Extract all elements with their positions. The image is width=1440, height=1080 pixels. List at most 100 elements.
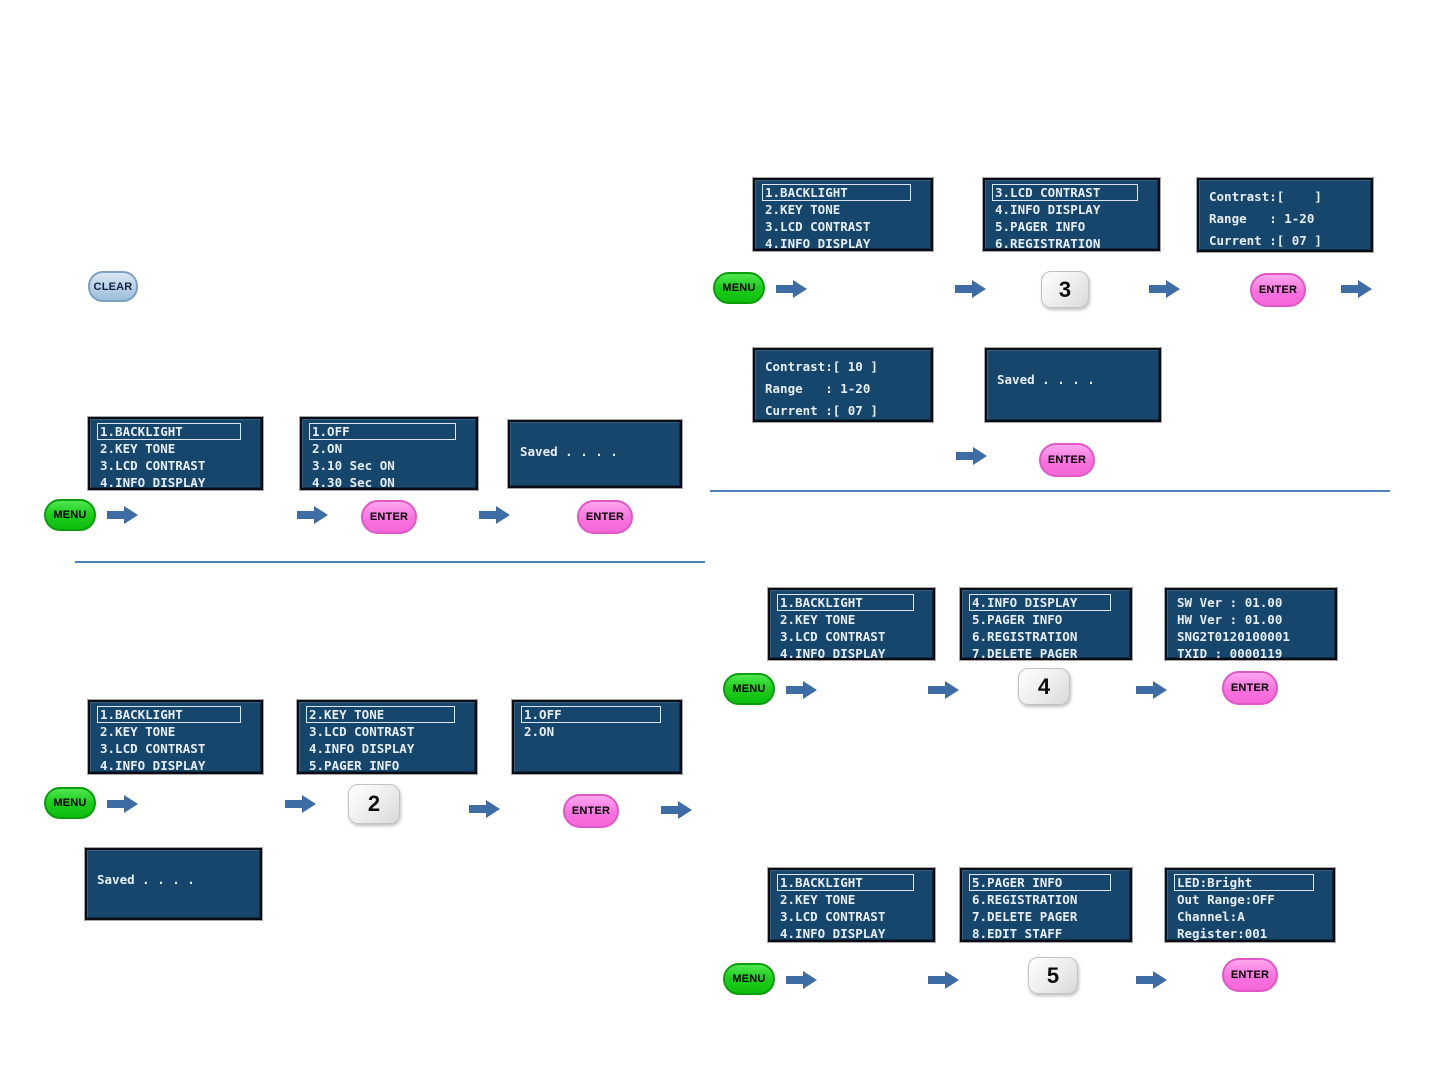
flow-arrow-icon [297,506,328,524]
lcd-saved: Saved . . . . [507,419,683,489]
lcd-line: 2.KEY TONE [765,202,841,217]
lcd-line: 6.REGISTRATION [972,629,1078,644]
lcd-line: Range : 1-20 [1209,211,1315,226]
lcd-key-tone-options: 1.OFF 2.ON [511,699,683,775]
lcd-line: 2.KEY TONE [780,892,856,907]
lcd-line: 2.ON [524,724,555,739]
flow-arrow-icon [107,795,138,813]
enter-button[interactable]: ENTER [1222,958,1278,992]
enter-button[interactable]: ENTER [361,500,417,534]
lcd-line: 3.LCD CONTRAST [100,458,206,473]
lcd-line: Register:001 [1177,926,1268,941]
lcd-line: 5.PAGER INFO [972,612,1063,627]
menu-button[interactable]: MENU [44,499,96,531]
lcd-line: 3.LCD CONTRAST [100,741,206,756]
flow-arrow-icon [469,800,500,818]
lcd-line: 1.BACKLIGHT [97,706,242,723]
enter-button[interactable]: ENTER [577,500,633,534]
lcd-line: 1.OFF [521,706,661,723]
lcd-line: 4.30 Sec ON [312,475,395,490]
flow-arrow-icon [955,280,986,298]
flow-arrow-icon [1341,280,1372,298]
lcd-line: Range : 1-20 [765,381,871,396]
lcd-line: 4.INFO DISPLAY [969,594,1111,611]
lcd-line: 4.INFO DISPLAY [100,758,206,773]
lcd-line: 1.BACKLIGHT [762,184,912,201]
lcd-line: Out Range:OFF [1177,892,1275,907]
lcd-line: 2.KEY TONE [780,612,856,627]
lcd-line: 1.BACKLIGHT [97,423,242,440]
lcd-menu-info-display: 4.INFO DISPLAY 5.PAGER INFO 6.REGISTRATI… [959,587,1133,661]
section-divider [710,490,1390,492]
lcd-line: Saved . . . . [97,872,195,887]
lcd-line: 4.INFO DISPLAY [780,926,886,941]
lcd-main-menu: 1.BACKLIGHT 2.KEY TONE 3.LCD CONTRAST 4.… [767,587,936,661]
lcd-line: 4.INFO DISPLAY [995,202,1101,217]
lcd-line: 3.LCD CONTRAST [765,219,871,234]
key-3-button[interactable]: 3 [1041,271,1089,308]
lcd-backlight-options: 1.OFF 2.ON 3.10 Sec ON 4.30 Sec ON [299,416,479,491]
flow-arrow-icon [479,506,510,524]
clear-button[interactable]: CLEAR [88,271,138,302]
flow-arrow-icon [661,801,692,819]
menu-button[interactable]: MENU [723,963,775,995]
lcd-line: Saved . . . . [520,444,618,459]
lcd-line: 2.KEY TONE [100,724,176,739]
lcd-main-menu: 1.BACKLIGHT 2.KEY TONE 3.LCD CONTRAST 4.… [87,699,264,775]
key-4-button[interactable]: 4 [1018,668,1070,705]
lcd-main-menu: 1.BACKLIGHT 2.KEY TONE 3.LCD CONTRAST 4.… [87,416,264,491]
menu-button[interactable]: MENU [723,673,775,705]
flow-arrow-icon [928,681,959,699]
enter-button[interactable]: ENTER [1039,443,1095,477]
menu-button[interactable]: MENU [44,787,96,819]
lcd-system-info: SW Ver : 01.00 HW Ver : 01.00 SNG2T01201… [1164,587,1338,661]
lcd-line: Current :[ 07 ] [765,403,878,418]
lcd-line: Channel:A [1177,909,1245,924]
lcd-line: 4.INFO DISPLAY [765,236,871,251]
menu-button[interactable]: MENU [713,272,765,304]
flow-arrow-icon [776,280,807,298]
lcd-contrast-10: Contrast:[ 10 ] Range : 1-20 Current :[ … [752,347,934,423]
lcd-line: 5.PAGER INFO [309,758,400,773]
lcd-line: Current :[ 07 ] [1209,233,1322,248]
flow-arrow-icon [928,971,959,989]
lcd-saved: Saved . . . . [84,847,263,921]
key-5-button[interactable]: 5 [1028,957,1078,994]
lcd-line: SW Ver : 01.00 [1177,595,1283,610]
lcd-main-menu: 1.BACKLIGHT 2.KEY TONE 3.LCD CONTRAST 4.… [767,867,936,943]
lcd-line: 5.PAGER INFO [995,219,1086,234]
lcd-saved: Saved . . . . [984,347,1162,423]
lcd-line: 3.LCD CONTRAST [309,724,415,739]
lcd-line: Contrast:[ 10 ] [765,359,878,374]
section-divider [75,561,705,563]
flow-arrow-icon [786,971,817,989]
key-2-button[interactable]: 2 [348,784,400,824]
lcd-line: Saved . . . . [997,372,1095,387]
lcd-line: 1.BACKLIGHT [777,874,915,891]
lcd-line: TXID : 0000119 [1177,646,1283,661]
flow-arrow-icon [786,681,817,699]
lcd-line: HW Ver : 01.00 [1177,612,1283,627]
lcd-line [517,426,673,443]
lcd-contrast-blank: Contrast:[ ] Range : 1-20 Current :[ 07 … [1196,177,1374,253]
lcd-line: 2.KEY TONE [100,441,176,456]
lcd-line: LED:Bright [1174,874,1314,891]
lcd-line [94,854,253,871]
lcd-line: 6.REGISTRATION [995,236,1101,251]
lcd-line: 3.LCD CONTRAST [992,184,1139,201]
flow-arrow-icon [107,506,138,524]
lcd-line: 1.OFF [309,423,457,440]
enter-button[interactable]: ENTER [1250,273,1306,307]
lcd-line: SNG2T0120100001 [1177,629,1290,644]
enter-button[interactable]: ENTER [1222,671,1278,705]
lcd-line: 7.DELETE PAGER [972,646,1078,661]
flow-arrow-icon [1136,681,1167,699]
flow-arrow-icon [956,447,987,465]
enter-button[interactable]: ENTER [563,794,619,828]
flow-arrow-icon [285,795,316,813]
lcd-line: 4.INFO DISPLAY [309,741,415,756]
lcd-line: 2.ON [312,441,343,456]
lcd-line: 7.DELETE PAGER [972,909,1078,924]
lcd-menu-pager-info: 5.PAGER INFO 6.REGISTRATION 7.DELETE PAG… [959,867,1133,943]
